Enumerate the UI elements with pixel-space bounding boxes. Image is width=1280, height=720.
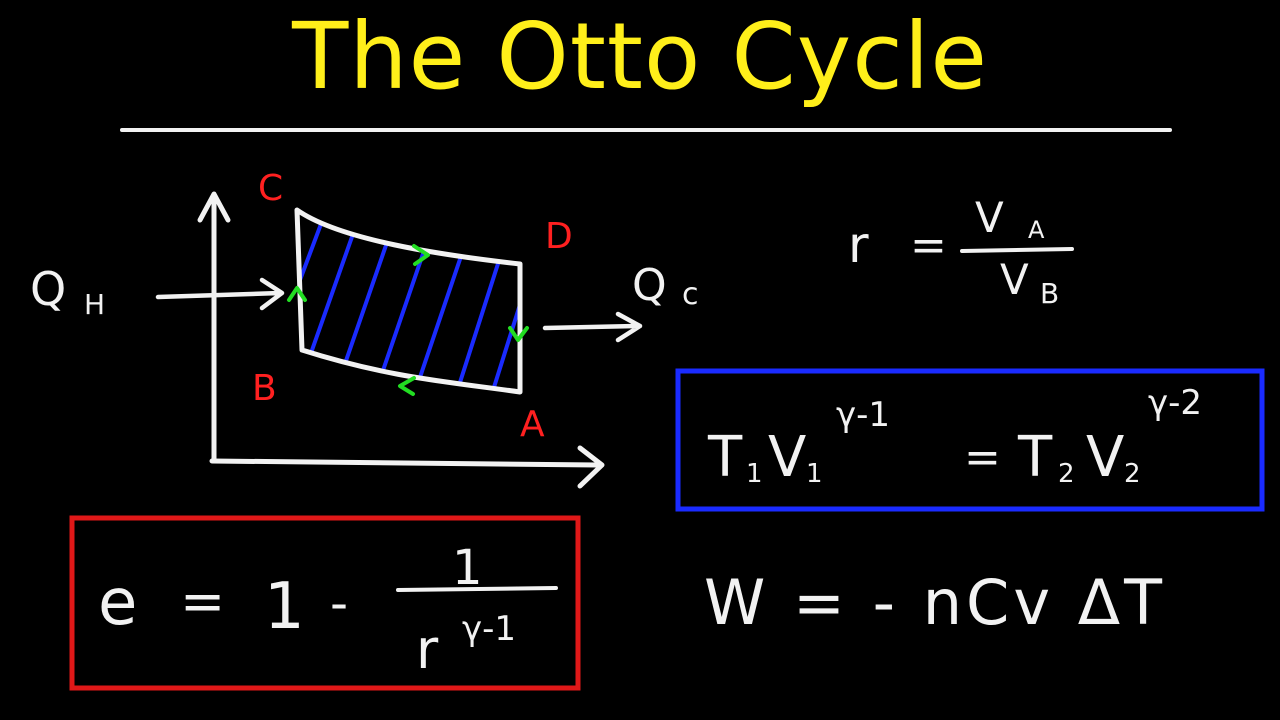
efficiency-lhs: e xyxy=(98,566,137,640)
work-area-hatching xyxy=(297,210,520,392)
red-box xyxy=(69,515,581,691)
pv-diagram: C D B A Q H Q c xyxy=(30,168,699,489)
heat-in-q: Q xyxy=(30,262,66,316)
work-formula: W = - nCv ΔT xyxy=(704,566,1166,639)
adiabatic-v2: V xyxy=(1086,425,1124,490)
page-title: The Otto Cycle xyxy=(292,3,988,110)
adiabatic-v1: V xyxy=(768,425,806,490)
efficiency-exp: γ-1 xyxy=(462,609,516,649)
adiabatic-t2: T xyxy=(1017,425,1053,490)
adiabatic-t1-sub: 1 xyxy=(746,459,763,489)
ratio-fraction-bar xyxy=(960,247,1074,253)
direction-arrow-right xyxy=(412,244,430,266)
direction-arrow-left xyxy=(398,376,416,396)
adiabatic-v1-sub: 1 xyxy=(806,459,823,489)
heat-out-arrow xyxy=(542,311,643,343)
direction-arrow-up xyxy=(287,286,307,302)
heat-in-arrow xyxy=(155,277,285,311)
title-underline xyxy=(120,128,1172,132)
adiabatic-exp2: γ-2 xyxy=(1148,383,1202,423)
ratio-lhs: r xyxy=(848,216,869,274)
point-label-b: B xyxy=(252,368,277,409)
cycle-outline xyxy=(294,207,523,395)
compression-ratio-formula: r = V A V B xyxy=(848,193,1074,310)
point-label-c: C xyxy=(258,168,283,209)
y-axis-arrowhead xyxy=(197,191,231,223)
efficiency-den: r xyxy=(416,618,439,681)
direction-arrow-down xyxy=(508,326,529,342)
efficiency-num: 1 xyxy=(452,540,483,596)
ratio-eq: = xyxy=(910,220,947,271)
blue-box xyxy=(675,368,1265,512)
heat-out-sub: c xyxy=(682,277,699,312)
x-axis xyxy=(209,458,601,468)
efficiency-eq: = xyxy=(180,570,225,633)
heat-in-sub: H xyxy=(84,288,105,321)
x-axis-arrowhead xyxy=(577,445,605,489)
efficiency-fraction-bar xyxy=(396,586,558,592)
ratio-num: V xyxy=(975,193,1004,242)
adiabatic-eq: = xyxy=(964,432,1001,483)
adiabatic-t2-sub: 2 xyxy=(1058,459,1075,489)
efficiency-formula-box: e = 1 - 1 r γ-1 xyxy=(69,515,581,691)
heat-out-q: Q xyxy=(632,260,667,311)
adiabatic-exp1: γ-1 xyxy=(836,395,890,435)
efficiency-one: 1 xyxy=(264,570,305,644)
point-label-d: D xyxy=(545,216,573,257)
ratio-den: V xyxy=(1000,255,1029,304)
adiabatic-relation-box: T 1 V 1 γ-1 = T 2 V 2 γ-2 xyxy=(675,368,1265,512)
adiabatic-t1: T xyxy=(707,425,743,490)
point-label-a: A xyxy=(520,404,545,445)
ratio-num-sub: A xyxy=(1028,216,1045,244)
efficiency-minus: - xyxy=(330,574,348,632)
adiabatic-v2-sub: 2 xyxy=(1124,459,1141,489)
ratio-den-sub: B xyxy=(1040,277,1059,310)
